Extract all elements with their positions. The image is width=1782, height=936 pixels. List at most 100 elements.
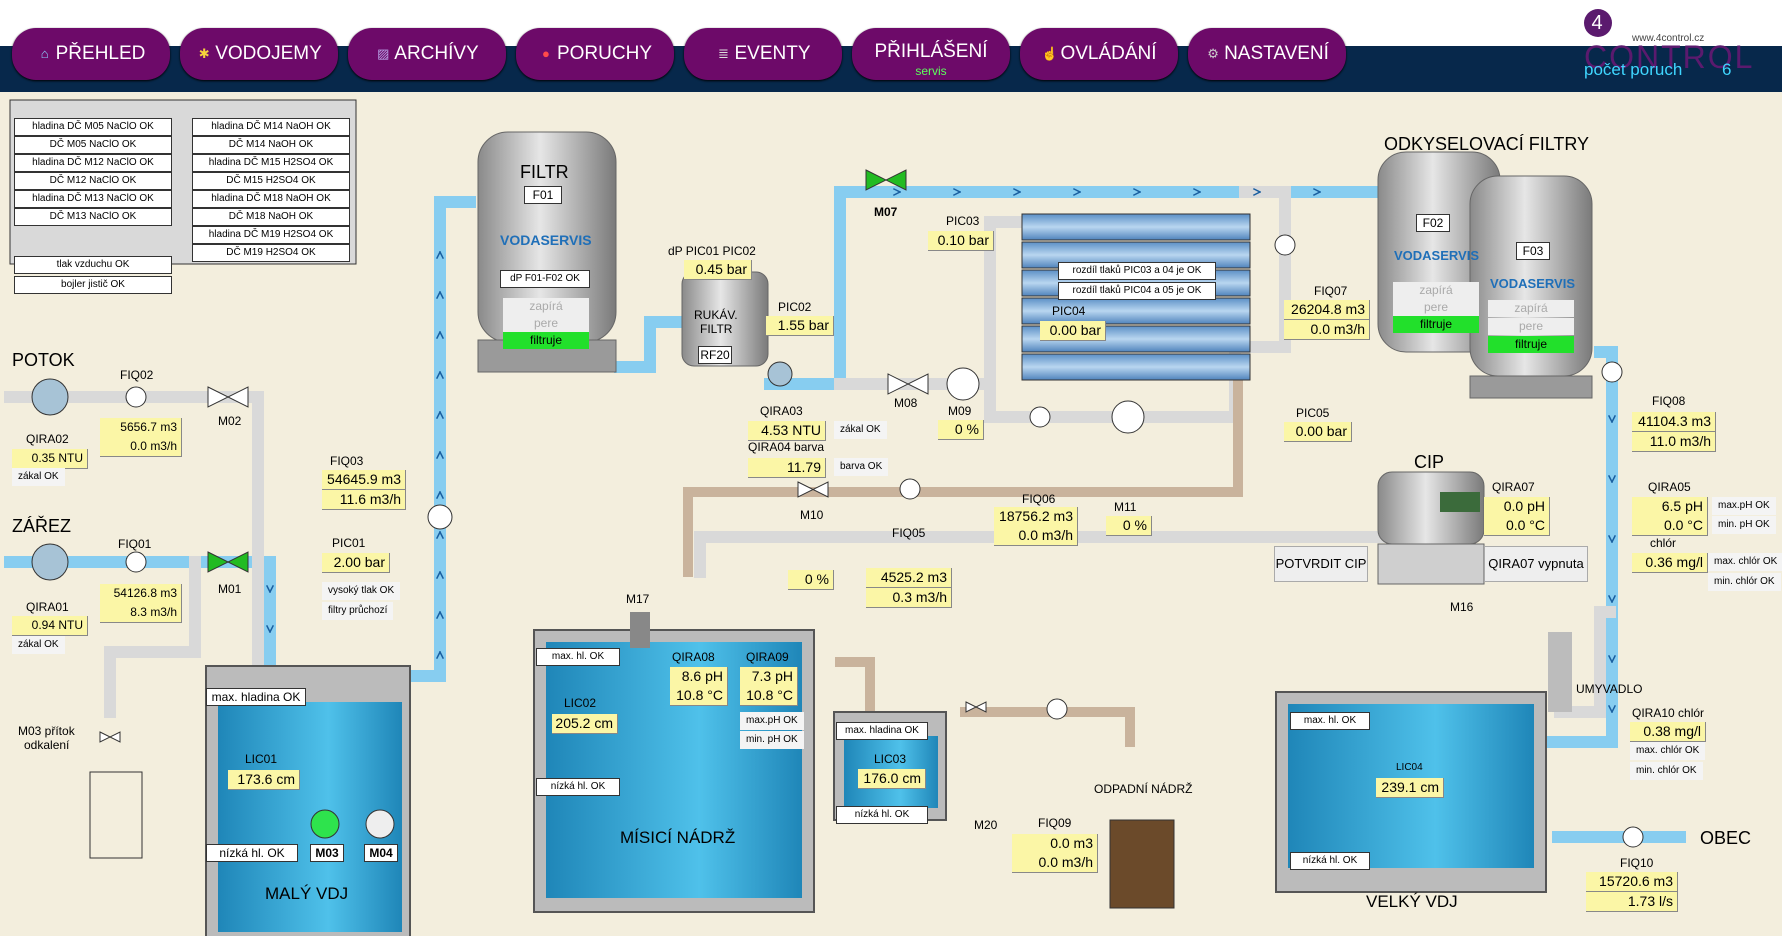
- misici-min: nízká hl. OK: [536, 778, 620, 796]
- filtr-id: F01: [524, 186, 562, 204]
- fiq05-label: FIQ05: [892, 526, 926, 540]
- nav-archivy[interactable]: ▨ARCHÍVY: [348, 28, 506, 80]
- home-icon: ⌂: [40, 45, 49, 61]
- f01-state-filtering: filtruje: [503, 332, 589, 349]
- fiq07-label: FIQ07: [1314, 284, 1348, 298]
- misici-max: max. hl. OK: [536, 648, 620, 666]
- obec-title: OBEC: [1700, 828, 1752, 848]
- alarm-right-2: hladina DČ M15 H2SO4 OK: [192, 154, 350, 172]
- fiq07-volume: 26204.8 m3: [1284, 300, 1370, 320]
- nav-eventy[interactable]: ≣EVENTY: [684, 28, 842, 80]
- qira08-ph: 8.6 pH: [670, 667, 728, 687]
- qira03-label: QIRA03: [760, 404, 803, 418]
- gear-icon: ⚙: [1207, 45, 1219, 61]
- confirm-cip-button[interactable]: POTVRDIT CIP: [1274, 546, 1368, 582]
- fiq10-label: FIQ10: [1620, 856, 1654, 870]
- qira01-label: QIRA01: [26, 600, 69, 614]
- lic02-value: 205.2 cm: [552, 714, 618, 734]
- lic04-value: 239.1 cm: [1376, 778, 1444, 798]
- nav-vodojemy[interactable]: ✱VODOJEMY: [180, 28, 338, 80]
- chlor-value: 0.36 mg/l: [1632, 553, 1708, 573]
- alarm-left-0: hladina DČ M05 NaClO OK: [14, 118, 172, 136]
- membrane-diff-1: rozdíl tlaků PIC03 a 04 je OK: [1058, 262, 1216, 280]
- fiq05-flow: 0.3 m3/h: [866, 588, 952, 608]
- fiq09-flow: 0.0 m3/h: [1012, 853, 1098, 873]
- qira04-status: barva OK: [834, 458, 889, 476]
- pic01-label: PIC01: [332, 536, 366, 550]
- pic05-label: PIC05: [1296, 406, 1330, 420]
- chlor-min: min. chlór OK: [1708, 573, 1781, 591]
- lic01-label: LIC01: [245, 752, 278, 766]
- m09-value: 0 %: [938, 420, 984, 440]
- m03-label-2: odkalení: [24, 738, 70, 752]
- m02-label: M02: [218, 414, 242, 428]
- pic01-status-1: vysoký tlak OK: [322, 582, 401, 600]
- drops-icon: ✱: [198, 45, 210, 61]
- qira10-value: 0.38 mg/l: [1630, 722, 1706, 742]
- fiq01-volume: 54126.8 m3: [100, 584, 182, 604]
- m16-label[interactable]: M16: [1450, 600, 1474, 614]
- pic03-value: 0.10 bar: [928, 231, 994, 251]
- alarm-icon: ●: [542, 45, 550, 61]
- dp-pic-value: 0.45 bar: [684, 260, 752, 280]
- f02-state-washing: pere: [1393, 299, 1479, 316]
- chart-icon: ▨: [377, 45, 390, 61]
- m10-label[interactable]: M10: [800, 508, 824, 522]
- lic02-label: LIC02: [564, 696, 597, 710]
- filtr-brand: VODASERVIS: [500, 232, 592, 248]
- lic03-label: LIC03: [874, 752, 907, 766]
- nav-poruchy[interactable]: ● PORUCHY: [516, 28, 674, 80]
- alarm-right-1: DČ M14 NaOH OK: [192, 136, 350, 154]
- misici-title: MÍSICÍ NÁDRŽ: [620, 828, 736, 847]
- logo-url: www.4control.cz: [1632, 33, 1705, 44]
- maly-vdj-min: nízká hl. OK: [206, 844, 298, 862]
- lic04-label: LIC04: [1396, 762, 1423, 773]
- fiq10-flow: 1.73 l/s: [1586, 892, 1678, 912]
- m09-label[interactable]: M09: [948, 404, 972, 418]
- alarm-boiler: bojler jistič OK: [14, 276, 172, 294]
- m11-label[interactable]: M11: [1114, 500, 1137, 514]
- pump-m03[interactable]: M03: [310, 844, 344, 862]
- login-user: servis: [915, 64, 947, 78]
- qira08-label: QIRA08: [672, 650, 715, 664]
- cip-title: CIP: [1414, 452, 1445, 472]
- m01-label: M01: [218, 582, 242, 596]
- nav-prehled[interactable]: ⌂PŘEHLED: [12, 28, 170, 80]
- velky-title: VELKÝ VDJ: [1366, 892, 1458, 911]
- nav-label: ARCHÍVY: [394, 43, 479, 64]
- nav-label: PORUCHY: [556, 43, 652, 64]
- qira09-maxph: max.pH OK: [740, 712, 804, 730]
- lic03-max: max. hladina OK: [836, 722, 928, 740]
- qira07-off-button[interactable]: QIRA07 vypnuta: [1484, 546, 1588, 582]
- qira09-ph: 7.3 pH: [740, 667, 798, 687]
- alarm-left-4: hladina DČ M13 NaClO OK: [14, 190, 172, 208]
- dp-pic-label: dP PIC01 PIC02: [668, 244, 756, 258]
- qira04-value: 11.79: [748, 458, 826, 478]
- pic05-value: 0.00 bar: [1284, 422, 1352, 442]
- m20-label[interactable]: M20: [974, 818, 998, 832]
- dp-f01-f02-status: dP F01-F02 OK: [500, 270, 590, 288]
- maly-vdj-max: max. hladina OK: [206, 688, 306, 706]
- pic03-label: PIC03: [946, 214, 980, 228]
- rukav-label-1: RUKÁV.: [694, 308, 738, 322]
- nav-nastaveni[interactable]: ⚙NASTAVENÍ: [1188, 28, 1346, 80]
- velky-min: nízká hl. OK: [1290, 852, 1370, 870]
- alarm-left-3: DČ M12 NaClO OK: [14, 172, 172, 190]
- qira05-minph: min. pH OK: [1712, 516, 1776, 534]
- m08-label[interactable]: M08: [894, 396, 918, 410]
- qira02-status: zákal OK: [12, 468, 65, 486]
- qira08-temp: 10.8 °C: [670, 686, 728, 706]
- alarm-right-0: hladina DČ M14 NaOH OK: [192, 118, 350, 136]
- lic03-value: 176.0 cm: [858, 769, 926, 789]
- m07-label[interactable]: M07: [874, 205, 898, 219]
- qira10-max: max. chlór OK: [1630, 742, 1706, 760]
- m17-label[interactable]: M17: [626, 592, 650, 606]
- qira07-ph: 0.0 pH: [1484, 497, 1550, 517]
- qira07-label: QIRA07: [1492, 480, 1535, 494]
- nav-ovladani[interactable]: ☝OVLÁDÁNÍ: [1020, 28, 1178, 80]
- qira07-temp: 0.0 °C: [1484, 516, 1550, 536]
- logo-number: 4: [1584, 8, 1612, 37]
- qira05-temp: 0.0 °C: [1632, 516, 1708, 536]
- pump-m04[interactable]: M04: [364, 844, 398, 862]
